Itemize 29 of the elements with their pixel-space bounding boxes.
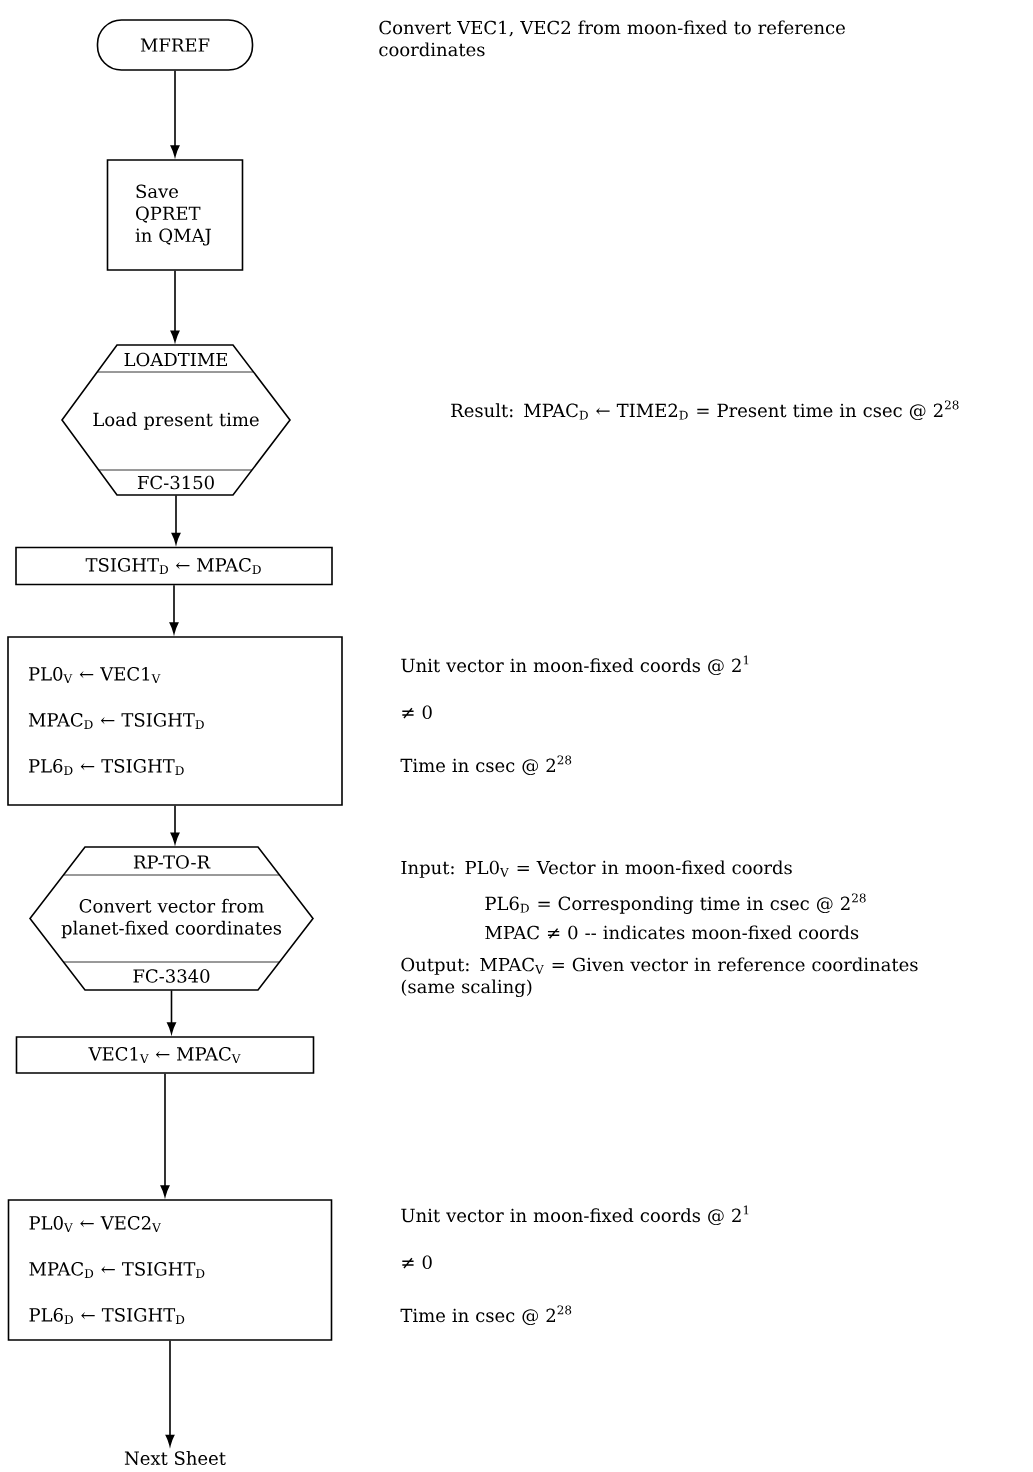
process-box: VEC1$_{V}$ ← MPAC$_{V}$	[15, 1036, 315, 1074]
arrow	[165, 1340, 175, 1446]
arrow	[170, 270, 180, 342]
continuation-label: Next Sheet	[124, 1451, 226, 1465]
process-box: PL0$_{V}$ ← VEC1$_{V}$ MPAC$_{D}$ ← TSIGHT$_{D}$ PL6$_{D}$ ← TSIGHT$_{D}$	[7, 636, 343, 806]
note-text: MPAC ≠ 0 -- indicates moon-fixed coords	[485, 925, 859, 940]
terminal-box: MFREF	[96, 19, 254, 71]
note-text: Result: MPAC$_{D}$ ← TIME2$_{D}$ = Present time in csec @ 2$^{28}$	[451, 400, 959, 421]
note-text: Input: PL0$_{V}$ = Vector in moon-fixed coords	[401, 860, 792, 878]
arrow	[171, 494, 181, 545]
note-text: ≠ 0	[402, 1255, 432, 1269]
note-text: Time in csec @ 2$^{28}$	[400, 755, 572, 776]
note-text: PL6$_{D}$ = Corresponding time in csec @ 2$^{28}$	[485, 893, 866, 914]
note-text: Output: MPAC$_{V}$ = Given vector in reference coordinates (same scaling)	[401, 957, 918, 998]
note-text: Unit vector in moon-fixed coords @ 2$^{1}$	[401, 655, 749, 676]
note-text: ≠ 0	[402, 705, 432, 719]
process-box: TSIGHT$_{D}$ ← MPAC$_{D}$	[15, 546, 333, 586]
arrow	[170, 70, 180, 157]
note-text: Unit vector in moon-fixed coords @ 2$^{1}$	[401, 1205, 749, 1226]
process-box: PL0$_{V}$ ← VEC2$_{V}$ MPAC$_{D}$ ← TSIGHT$_{D}$ PL6$_{D}$ ← TSIGHT$_{D}$	[7, 1199, 333, 1341]
arrow	[169, 584, 179, 634]
process-box: Save QPRET in QMAJ	[106, 159, 244, 271]
hexagon-box: RP-TO-R Convert vector from planet-fixed coordinates FC-3340	[29, 846, 314, 991]
note-text: Convert VEC1, VEC2 from moon-fixed to reference coordinates	[379, 20, 845, 57]
note-text: Time in csec @ 2$^{28}$	[400, 1305, 572, 1326]
arrow	[170, 805, 180, 844]
arrow	[160, 1073, 170, 1197]
arrow	[167, 989, 176, 1034]
hexagon-box: LOADTIME Load present time FC-3150	[61, 344, 291, 496]
